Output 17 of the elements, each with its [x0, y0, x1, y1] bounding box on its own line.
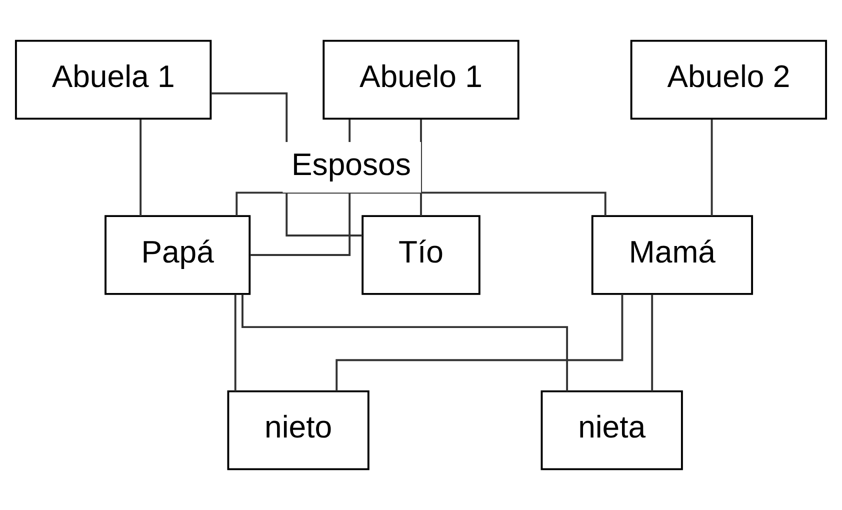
connector: [420, 120, 422, 216]
node-box: Tío: [362, 215, 480, 295]
connector: [234, 294, 236, 392]
connector: [651, 294, 654, 392]
node-box: nieto: [227, 390, 370, 470]
node-box: Abuelo 1: [322, 40, 520, 120]
connector: [236, 192, 606, 216]
edge-label: Esposos: [292, 146, 411, 182]
connector: [710, 120, 713, 216]
node-box: nieta: [540, 390, 683, 470]
node-box: Mamá: [591, 215, 754, 295]
connector: [336, 294, 624, 392]
connector: [242, 294, 568, 392]
node-box: Abuelo 2: [630, 40, 828, 120]
node-box: Papá: [104, 215, 251, 295]
connector: [140, 120, 142, 216]
node-box: Abuela 1: [14, 40, 212, 120]
